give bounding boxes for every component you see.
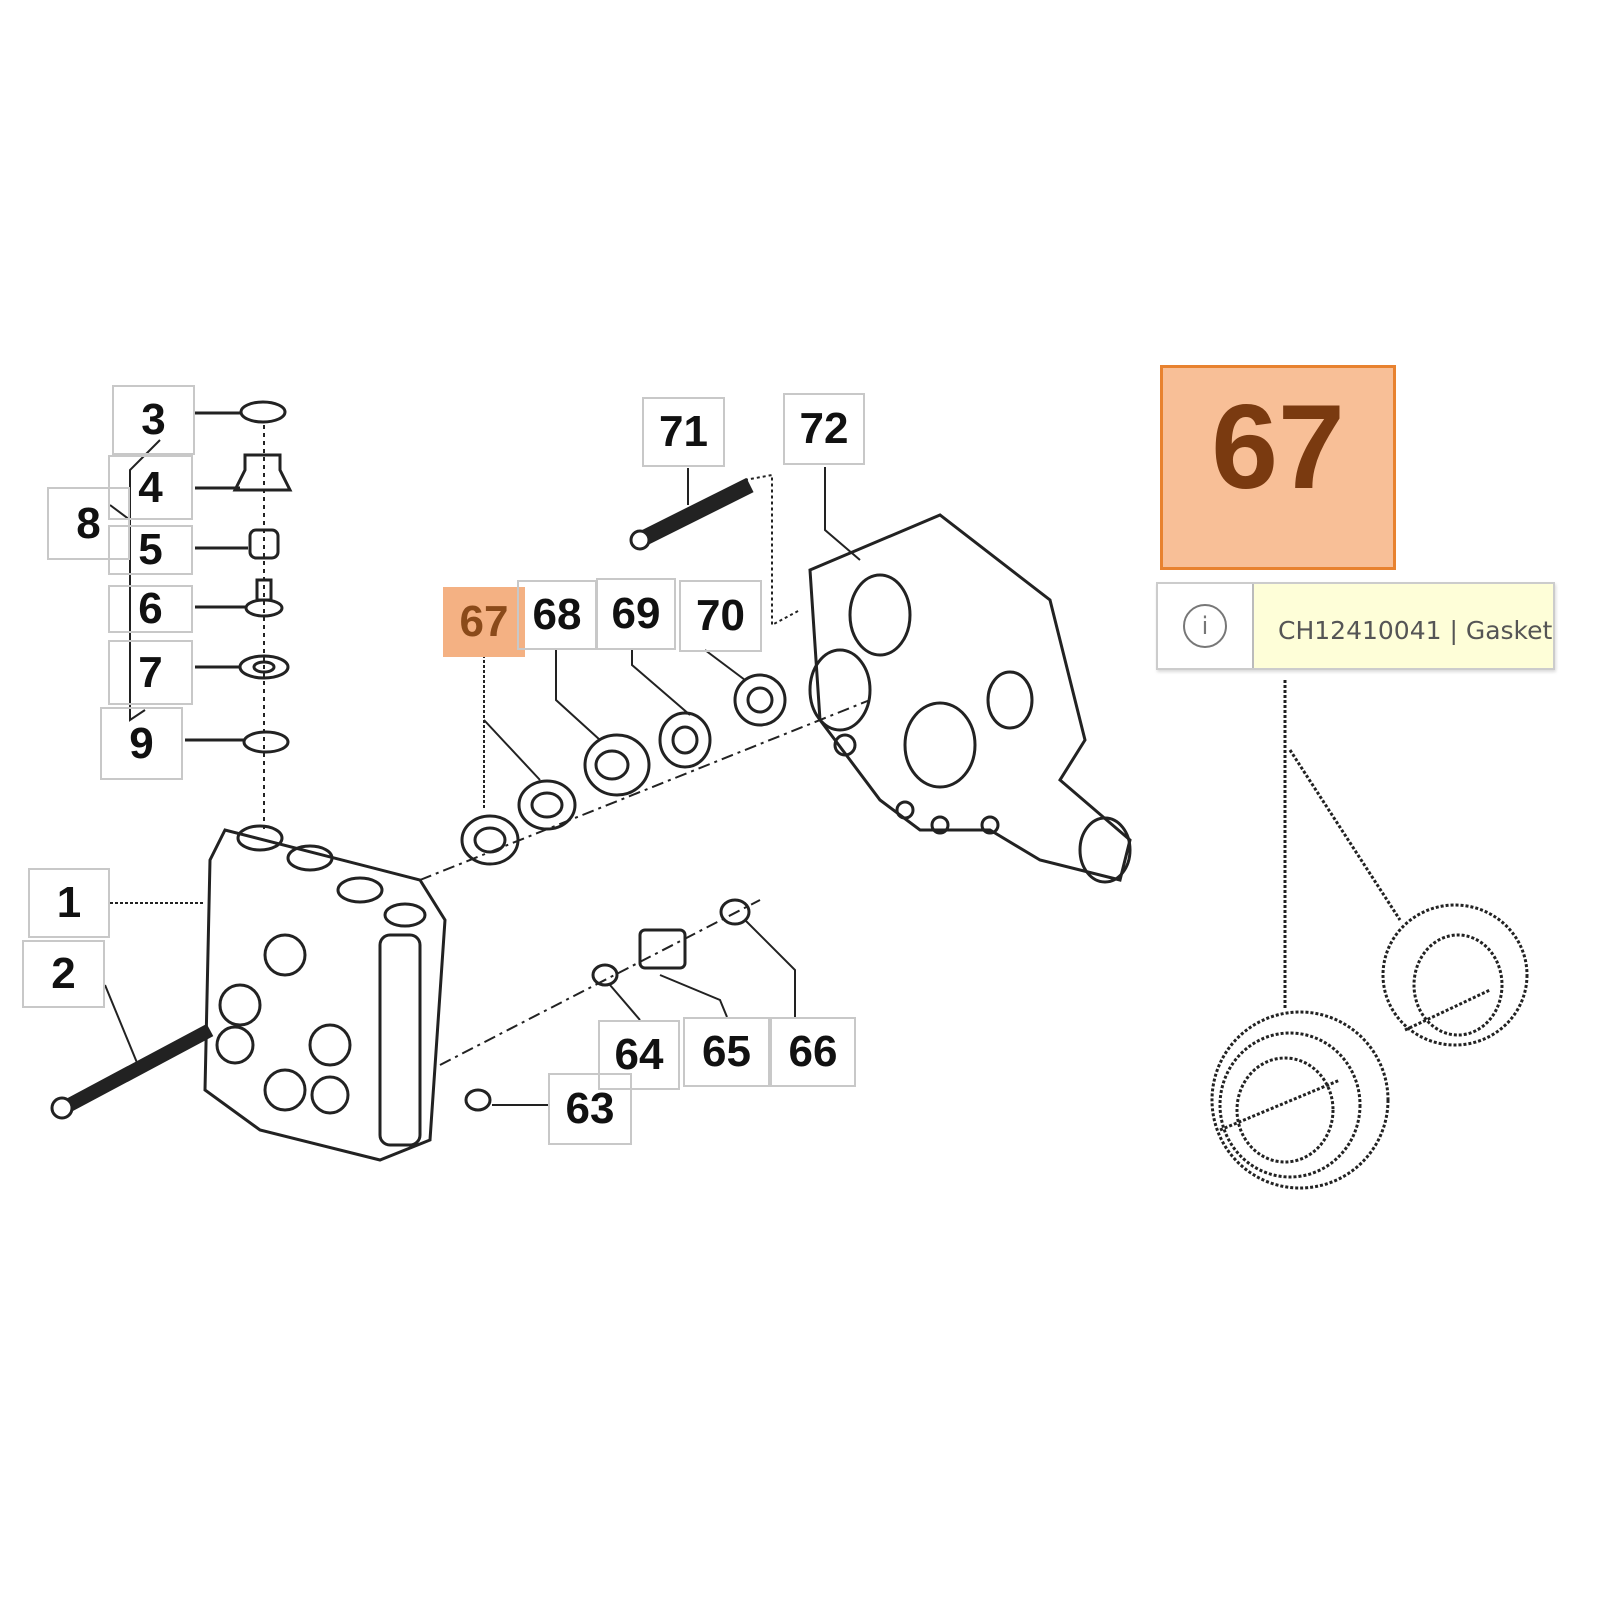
tooltip-text: CH12410041 | Gasket: [1278, 615, 1553, 645]
detail-callout-67: 67: [1160, 365, 1396, 570]
callout-68[interactable]: 68: [517, 580, 597, 650]
housing-part: [629, 467, 1132, 884]
callout-63[interactable]: 63: [548, 1073, 632, 1145]
seal-parts: [419, 649, 871, 881]
manifold-part: [50, 824, 548, 1162]
callout-69[interactable]: 69: [596, 578, 676, 650]
callout-8[interactable]: 8: [47, 487, 130, 560]
callout-3[interactable]: 3: [112, 385, 195, 455]
callout-71[interactable]: 71: [642, 397, 725, 467]
info-icon-cell: i: [1158, 584, 1254, 668]
callout-6[interactable]: 6: [108, 584, 193, 633]
plug-parts: [439, 898, 796, 1066]
info-icon: i: [1183, 604, 1227, 648]
callout-7[interactable]: 7: [108, 640, 193, 705]
callout-2[interactable]: 2: [22, 940, 105, 1008]
callout-1[interactable]: 1: [28, 868, 110, 938]
part-tooltip: i CH12410041 | Gasket: [1156, 582, 1555, 670]
callout-5[interactable]: 5: [108, 525, 193, 575]
callout-65[interactable]: 65: [683, 1017, 770, 1087]
callout-67-highlighted[interactable]: 67: [443, 587, 525, 657]
callout-72[interactable]: 72: [783, 393, 865, 465]
callout-70[interactable]: 70: [679, 580, 762, 652]
callout-64[interactable]: 64: [598, 1020, 680, 1090]
callout-66[interactable]: 66: [770, 1017, 856, 1087]
callout-9[interactable]: 9: [100, 707, 183, 780]
